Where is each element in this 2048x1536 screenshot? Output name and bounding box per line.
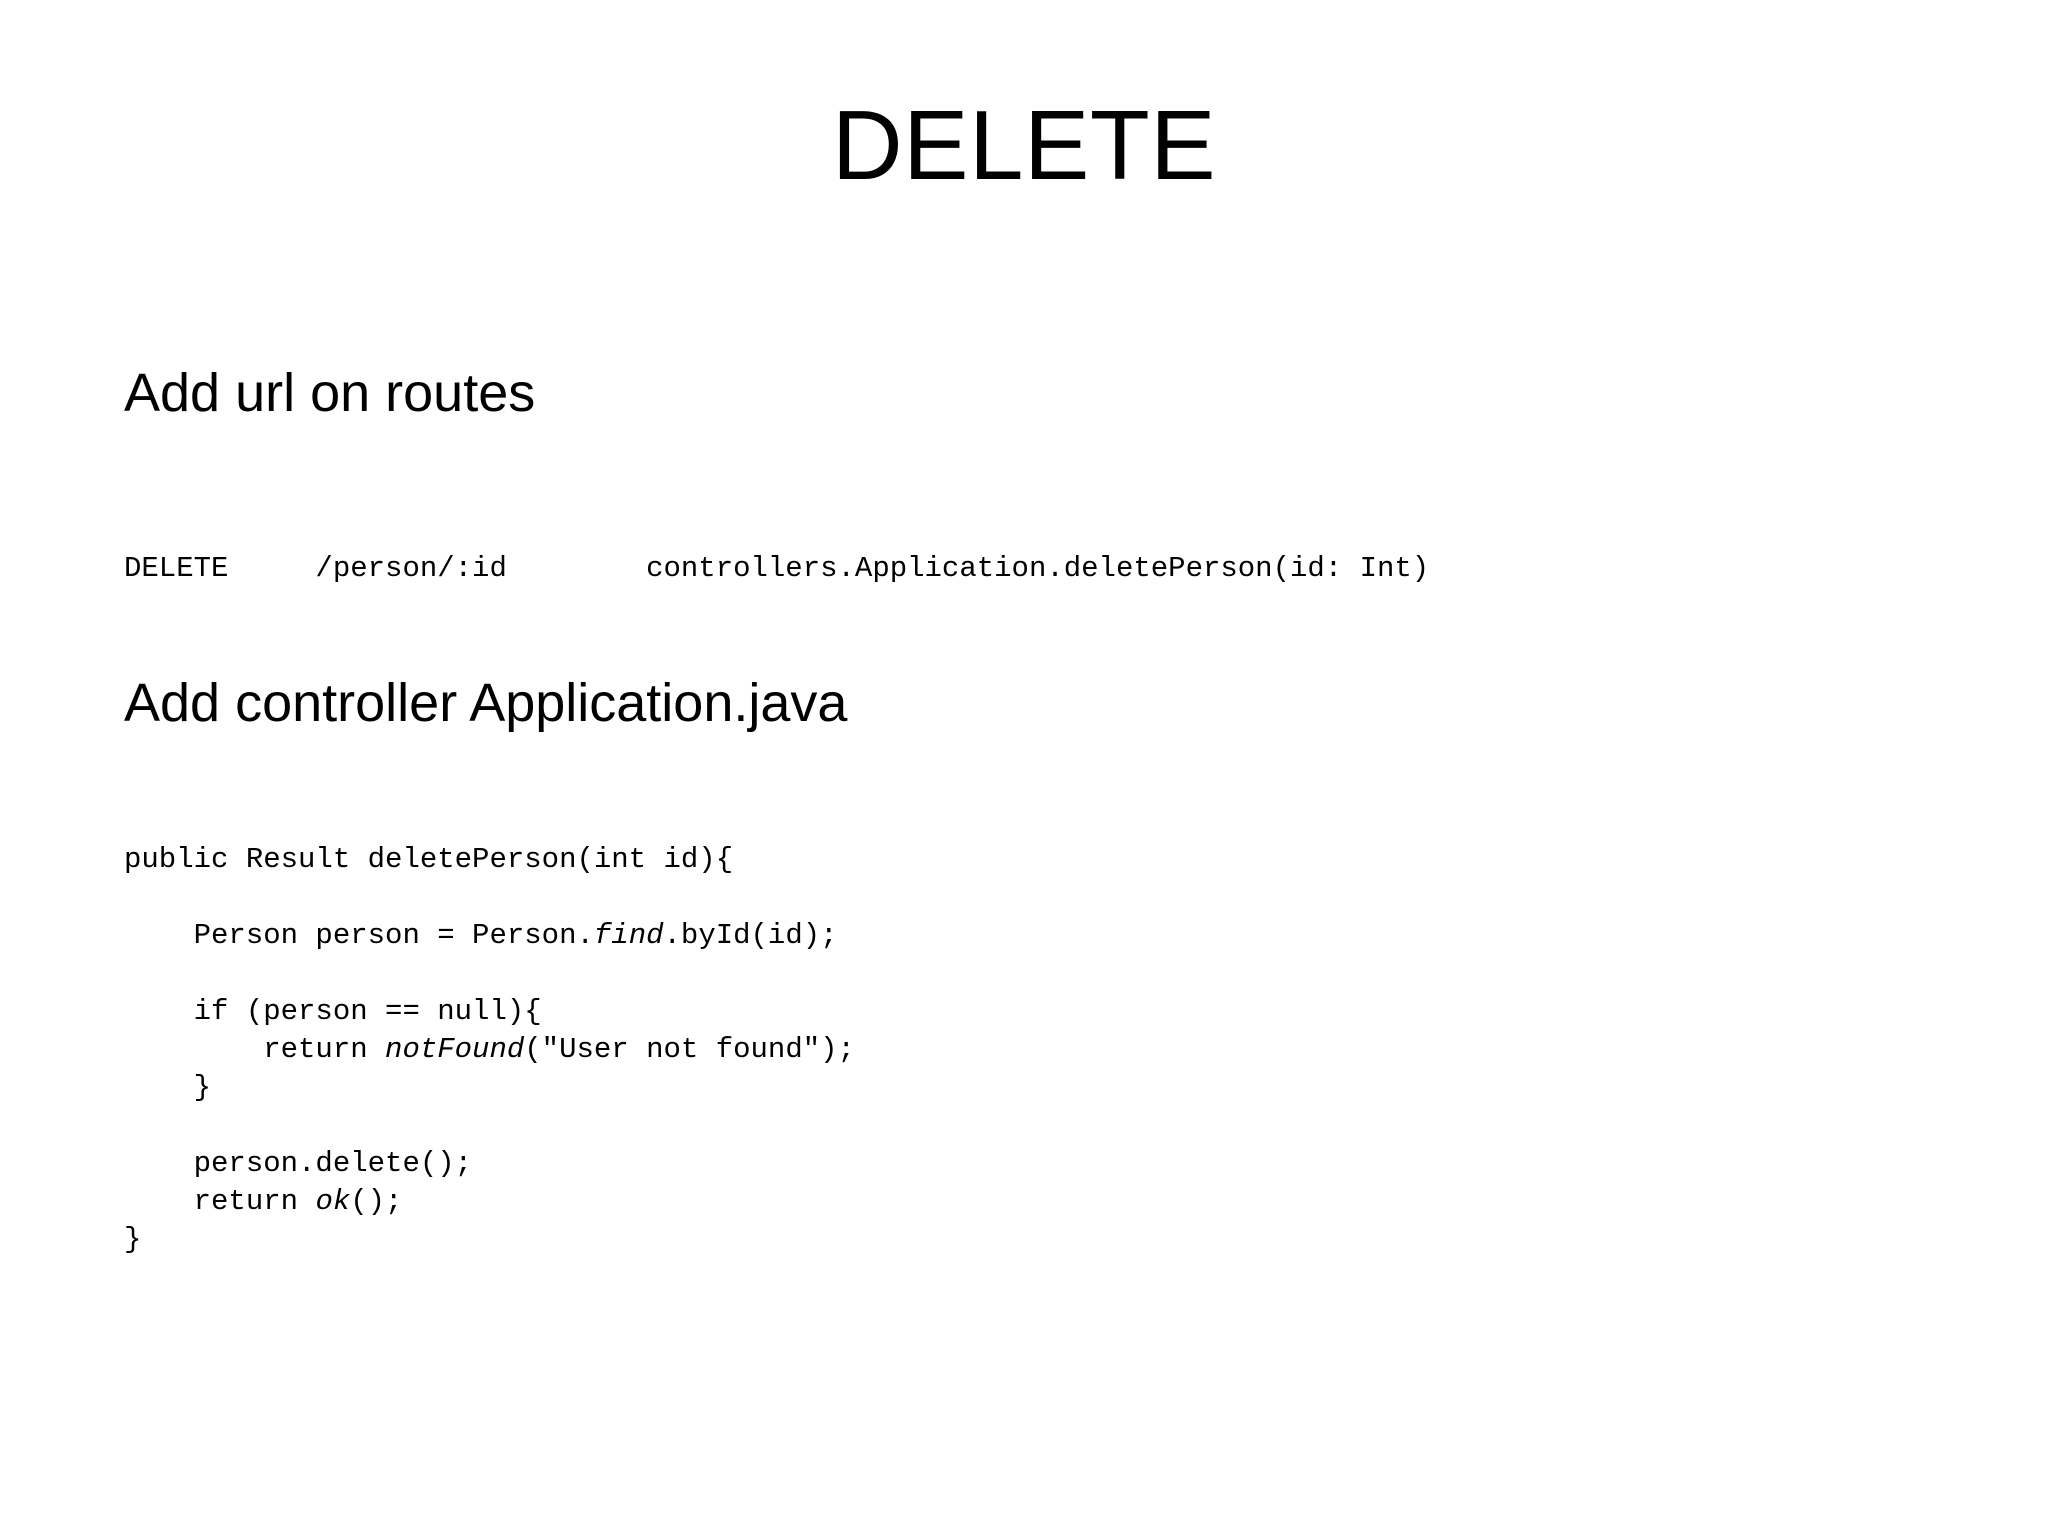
code-line: } <box>124 1069 855 1107</box>
code-token: .byId(id); <box>663 919 838 952</box>
code-token: ("User not found"); <box>524 1033 855 1066</box>
routes-code-block: DELETE /person/:id controllers.Applicati… <box>124 554 1429 584</box>
code-line <box>124 879 855 917</box>
code-token: Person person = Person. <box>124 919 594 952</box>
code-token-italic: notFound <box>385 1033 525 1066</box>
code-line: return ok(); <box>124 1183 855 1221</box>
code-line: person.delete(); <box>124 1145 855 1183</box>
code-token: if (person == null){ <box>124 995 542 1028</box>
code-token: } <box>124 1223 142 1256</box>
page-title: DELETE <box>831 90 1217 200</box>
code-line: DELETE /person/:id controllers.Applicati… <box>124 554 1429 584</box>
code-line: Person person = Person.find.byId(id); <box>124 917 855 955</box>
section-heading-controller: Add controller Application.java <box>124 673 848 733</box>
code-token: (); <box>350 1185 403 1218</box>
code-token: } <box>124 1071 212 1104</box>
code-line: if (person == null){ <box>124 993 855 1031</box>
code-token: DELETE /person/:id controllers.Applicati… <box>124 552 1430 585</box>
code-token: public Result deletePerson(int id){ <box>124 843 734 876</box>
code-token: return <box>124 1185 316 1218</box>
code-token: person.delete(); <box>124 1147 473 1180</box>
code-line: return notFound("User not found"); <box>124 1031 855 1069</box>
code-line: } <box>124 1221 855 1259</box>
code-line <box>124 955 855 993</box>
code-line: public Result deletePerson(int id){ <box>124 841 855 879</box>
section-heading-routes: Add url on routes <box>124 363 536 423</box>
code-line <box>124 1107 855 1145</box>
controller-code-block: public Result deletePerson(int id){ Pers… <box>124 841 855 1259</box>
code-token-italic: ok <box>315 1185 351 1218</box>
code-token-italic: find <box>593 919 664 952</box>
code-token: return <box>124 1033 386 1066</box>
